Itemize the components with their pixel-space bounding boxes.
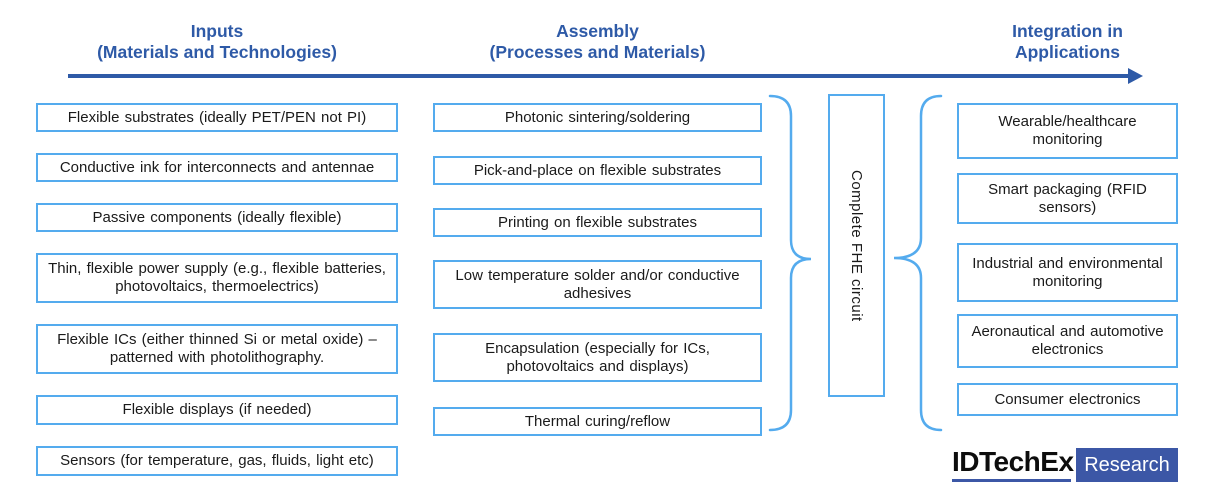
assembly-column-title: Assembly (Processes and Materials) (433, 21, 762, 63)
box-printing: Printing on flexible substrates (433, 208, 762, 237)
applications-title-line2: Applications (1014, 42, 1120, 62)
box-conductive-ink: Conductive ink for interconnects and ant… (36, 153, 398, 182)
box-label: Sensors (for temperature, gas, fluids, l… (60, 452, 374, 469)
box-thermal-curing: Thermal curing/reflow (433, 407, 762, 436)
inputs-title-line2: (Materials and Technologies) (97, 42, 337, 62)
box-sensors: Sensors (for temperature, gas, fluids, l… (36, 446, 398, 476)
box-wearable-monitoring: Wearable/healthcare monitoring (957, 103, 1178, 159)
box-label: Aeronautical and automotive electronics (971, 323, 1164, 358)
box-label: Passive components (ideally flexible) (92, 208, 342, 226)
box-label: Industrial and environmental monitoring (972, 254, 1163, 290)
box-label: Flexible substrates (ideally PET/PEN not… (67, 108, 367, 126)
assembly-title-line1: Assembly (556, 21, 639, 41)
box-pick-and-place: Pick-and-place on flexible substrates (433, 156, 762, 185)
box-consumer-electronics: Consumer electronics (957, 383, 1178, 416)
box-industrial-monitoring: Industrial and environmental monitoring (957, 243, 1178, 302)
complete-fhe-circuit-label: Complete FHE circuit (848, 169, 865, 322)
box-label: Smart packaging (RFID sensors) (988, 180, 1147, 216)
research-badge: Research (1076, 448, 1178, 482)
box-label: Wearable/healthcare monitoring (998, 113, 1137, 148)
box-label: Flexible ICs (either thinned Si or metal… (57, 331, 377, 366)
box-aeronautical-automotive: Aeronautical and automotive electronics (957, 314, 1178, 368)
box-flexible-substrates: Flexible substrates (ideally PET/PEN not… (36, 103, 398, 132)
flow-arrow-head-icon (1128, 68, 1143, 84)
box-flexible-displays: Flexible displays (if needed) (36, 395, 398, 425)
box-label: Low temperature solder and/or conductive… (455, 266, 740, 302)
box-passive-components: Passive components (ideally flexible) (36, 203, 398, 232)
box-label: Thin, flexible power supply (e.g., flexi… (48, 260, 386, 295)
applications-column-title: Integration in Applications (957, 21, 1178, 63)
applications-title-line1: Integration in (1012, 21, 1123, 41)
box-power-supply: Thin, flexible power supply (e.g., flexi… (36, 253, 398, 303)
box-encapsulation: Encapsulation (especially for ICs, photo… (433, 333, 762, 382)
box-label: Conductive ink for interconnects and ant… (59, 158, 375, 176)
box-smart-packaging: Smart packaging (RFID sensors) (957, 173, 1178, 224)
box-label: Printing on flexible substrates (498, 213, 697, 231)
box-label: Flexible displays (if needed) (122, 401, 312, 418)
box-flexible-ics: Flexible ICs (either thinned Si or metal… (36, 324, 398, 374)
idtechex-logo-underline (952, 479, 1071, 482)
idtechex-logo: IDTechEx (952, 446, 1074, 477)
right-brace-icon (893, 94, 943, 432)
box-label: Encapsulation (especially for ICs, photo… (485, 339, 710, 375)
box-label: Pick-and-place on flexible substrates (473, 161, 722, 179)
box-label: Thermal curing/reflow (524, 412, 671, 430)
inputs-column-title: Inputs (Materials and Technologies) (36, 21, 398, 63)
box-label: Consumer electronics (994, 390, 1141, 408)
assembly-title-line2: (Processes and Materials) (489, 42, 706, 62)
box-photonic-sintering: Photonic sintering/soldering (433, 103, 762, 132)
complete-fhe-circuit-box: Complete FHE circuit (828, 94, 885, 397)
inputs-title-line1: Inputs (190, 21, 244, 41)
box-low-temp-solder: Low temperature solder and/or conductive… (433, 260, 762, 309)
left-brace-icon (768, 94, 812, 432)
box-label: Photonic sintering/soldering (504, 108, 691, 126)
